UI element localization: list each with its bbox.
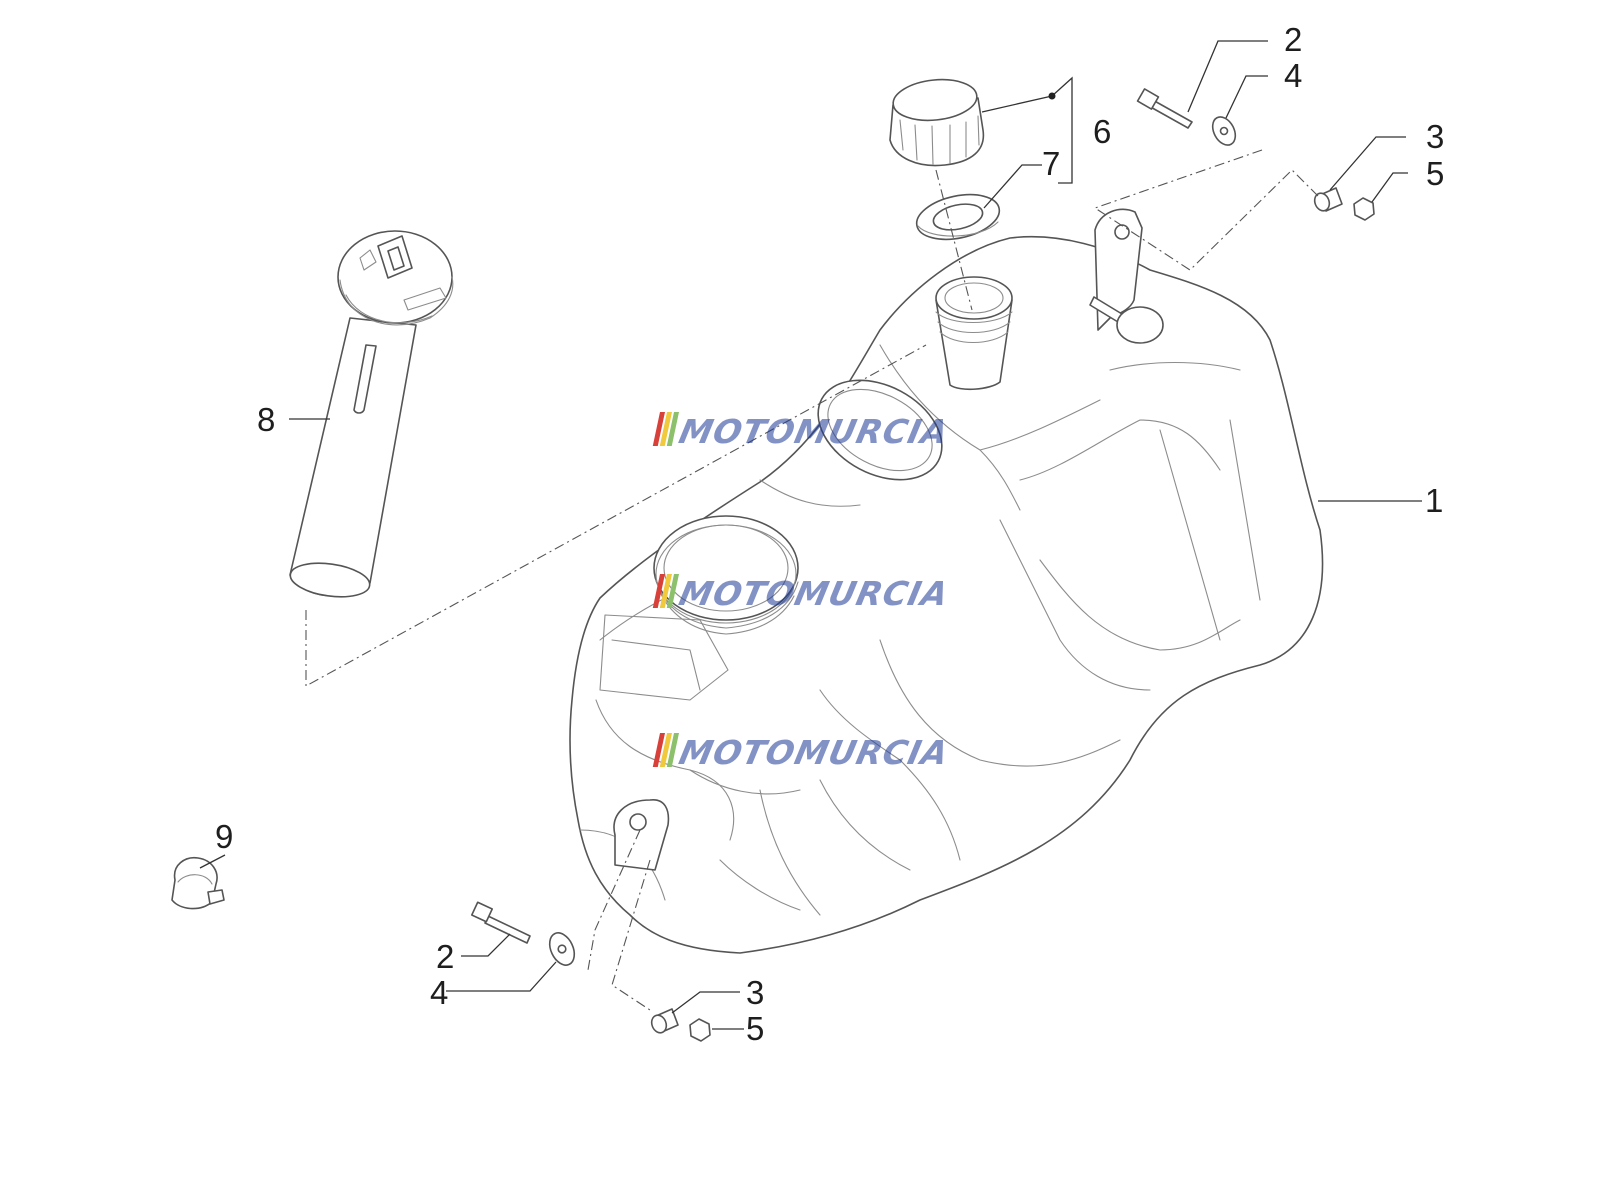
fuel-tank[interactable]	[569, 208, 1324, 954]
callout-hose-clamp: 9	[215, 818, 233, 855]
group-bullet	[1048, 92, 1056, 100]
callout-fuel-level-sender: 8	[257, 401, 275, 438]
callout-top-spacer: 3	[1426, 118, 1444, 155]
watermark-stripe-red	[652, 574, 665, 608]
hose-clamp[interactable]	[171, 856, 225, 910]
top-nut[interactable]	[1353, 197, 1375, 221]
callout-bottom-bolt: 2	[436, 938, 454, 975]
watermark-3: MOTOMURCIA	[652, 733, 953, 772]
filler-cap[interactable]	[889, 76, 985, 167]
watermark-stripe-red	[652, 733, 665, 767]
callout-cap-seal: 7	[1042, 145, 1060, 182]
top-washer[interactable]	[1208, 113, 1240, 149]
callout-fuel-tank: 1	[1425, 482, 1443, 519]
watermark-2: MOTOMURCIA	[652, 574, 953, 613]
callout-bottom-spacer: 3	[746, 974, 764, 1011]
callout-bottom-nut: 5	[746, 1010, 764, 1047]
watermark-stripe-yellow	[659, 574, 672, 608]
callout-filler-cap-group: 6	[1093, 113, 1111, 150]
callout-labels: 1 2 4 3 5 6 7 8 9 2 4 3 5	[215, 21, 1444, 1047]
bottom-spacer[interactable]	[649, 1008, 679, 1035]
top-spacer[interactable]	[1312, 187, 1343, 213]
bottom-washer[interactable]	[545, 929, 579, 969]
callout-top-washer: 4	[1284, 57, 1302, 94]
leader-lines	[199, 40, 1422, 1030]
fuel-level-sender[interactable]	[288, 230, 454, 601]
watermark-1: MOTOMURCIA	[652, 412, 953, 451]
watermark-stripe-green	[666, 733, 679, 767]
watermark-stripe-yellow	[659, 412, 672, 446]
cap-seal[interactable]	[913, 188, 1004, 247]
watermark-text: MOTOMURCIA	[676, 574, 953, 613]
watermark-stripe-yellow	[659, 733, 672, 767]
watermark-stripe-green	[666, 574, 679, 608]
bottom-bolt[interactable]	[470, 901, 531, 944]
callout-top-bolt: 2	[1284, 21, 1302, 58]
watermark-stripe-green	[666, 412, 679, 446]
assembly-lines	[305, 149, 1319, 1011]
top-bolt[interactable]	[1136, 88, 1193, 129]
watermark-stripe-red	[652, 412, 665, 446]
callout-top-nut: 5	[1426, 155, 1444, 192]
callout-bottom-washer: 4	[430, 974, 448, 1011]
watermark-text: MOTOMURCIA	[676, 412, 953, 451]
bottom-nut[interactable]	[689, 1018, 711, 1042]
watermark-text: MOTOMURCIA	[676, 733, 953, 772]
